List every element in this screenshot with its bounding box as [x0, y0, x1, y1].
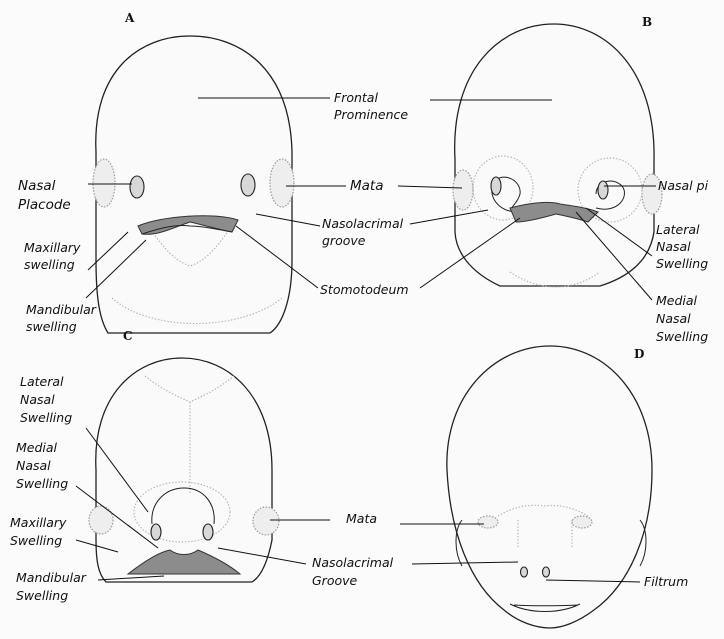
panel-d-head-outline: [447, 346, 652, 628]
panel-d-right-nostril: [543, 567, 550, 577]
label-medial-nasal-c-1: Medial: [16, 440, 58, 455]
label-nasolacrimal-c-2: Groove: [312, 573, 358, 588]
label-maxillary-a-1: Maxillary: [24, 240, 81, 255]
label-frontal-1: Frontal: [334, 90, 378, 105]
panel-b-left-nasal-pit-hole: [491, 177, 501, 195]
label-maxillary-c-1: Maxillary: [10, 515, 67, 530]
panel-c-head-outline: [96, 358, 272, 582]
panel-c-right-nostril: [203, 524, 213, 540]
panel-d-letter: D: [634, 347, 644, 361]
label-maxillary-c-2: Swelling: [10, 533, 62, 548]
panel-c-left-eye: [89, 506, 113, 534]
label-maxillary-a-2: swelling: [24, 257, 75, 272]
label-mandibular-c-2: Swelling: [16, 588, 68, 603]
panel-d-left-eye: [478, 516, 498, 528]
panel-a-right-eye: [270, 159, 294, 207]
panel-a-letter: A: [124, 11, 135, 25]
label-mandibular-a-2: swelling: [26, 319, 77, 334]
panel-b-right-nasal-pit-hole: [598, 181, 608, 199]
label-medial-nasal-c-2: Nasal: [16, 458, 51, 473]
panel-c-letter: C: [123, 329, 133, 343]
panel-a-left-eye: [93, 159, 115, 207]
leader-mata-b: [398, 186, 462, 188]
panel-a-right-nasal-placode: [241, 174, 255, 196]
panel-c-right-eye: [253, 507, 279, 535]
panel-b-head-outline: [455, 24, 654, 286]
label-nasolacrimal-a-1: Nasolacrimal: [322, 216, 404, 231]
label-lateral-nasal-c-2: Nasal: [20, 392, 55, 407]
label-lateral-nasal-b-3: Swelling: [656, 256, 708, 271]
label-nasal-placode-1: Nasal: [18, 178, 56, 194]
label-frontal-2: Prominence: [334, 107, 408, 122]
panel-a-left-nasal-placode: [130, 176, 144, 198]
panel-c-left-nostril: [151, 524, 161, 540]
panel-d: [447, 346, 652, 628]
label-mata-a: Mata: [350, 178, 384, 194]
panel-d-left-nostril: [521, 567, 528, 577]
panel-b-left-eye: [453, 170, 473, 210]
label-lateral-nasal-b-2: Nasal: [656, 239, 691, 254]
panel-b: [453, 24, 662, 287]
label-lateral-nasal-c-3: Swelling: [20, 410, 72, 425]
label-medial-nasal-b-1: Medial: [656, 293, 698, 308]
label-medial-nasal-b-2: Nasal: [656, 311, 691, 326]
label-medial-nasal-b-3: Swelling: [656, 329, 708, 344]
label-mata-c: Mata: [346, 511, 377, 526]
label-lateral-nasal-b-1: Lateral: [656, 222, 700, 237]
label-nasal-pit: Nasal pi: [658, 178, 709, 193]
label-stomotodeum: Stomotodeum: [320, 282, 409, 297]
label-nasolacrimal-c-1: Nasolacrimal: [312, 555, 394, 570]
panel-b-letter: B: [642, 15, 652, 29]
panel-d-right-eye: [572, 516, 592, 528]
label-nasal-placode-2: Placode: [18, 197, 71, 213]
label-medial-nasal-c-3: Swelling: [16, 476, 68, 491]
label-mandibular-a-1: Mandibular: [26, 302, 97, 317]
label-lateral-nasal-c-1: Lateral: [20, 374, 64, 389]
label-mandibular-c-1: Mandibular: [16, 570, 87, 585]
label-nasolacrimal-a-2: groove: [322, 233, 366, 248]
label-filtrum: Filtrum: [644, 574, 688, 589]
